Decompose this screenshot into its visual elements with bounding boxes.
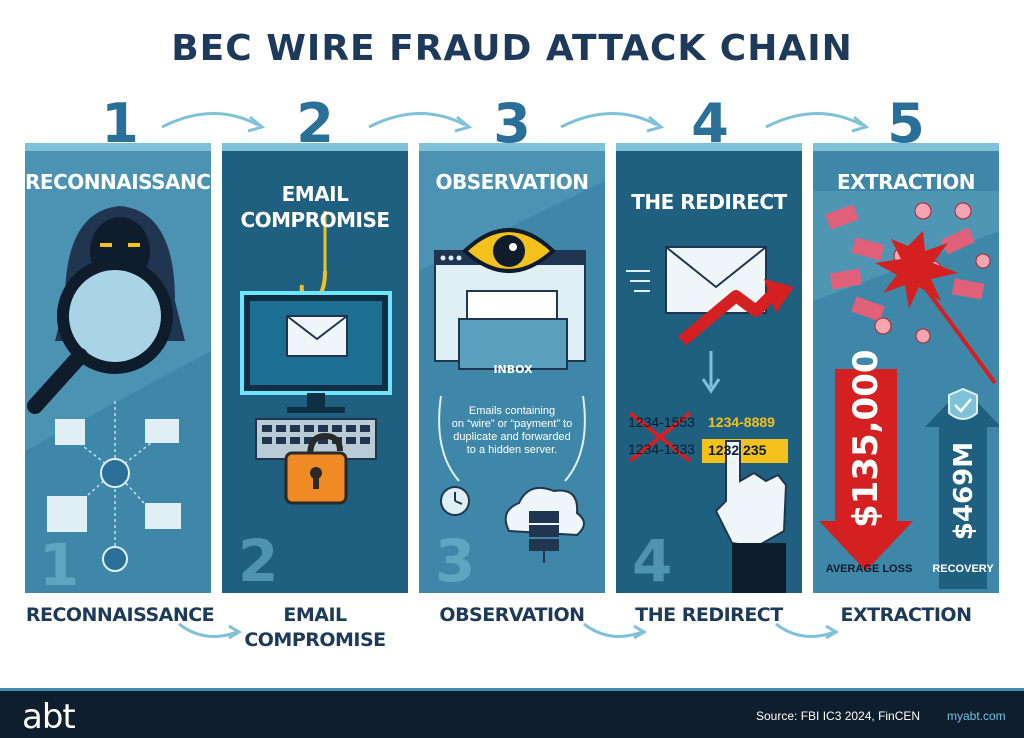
panel-big-number: 2 (238, 527, 279, 593)
loss-label: AVERAGE LOSS (825, 563, 913, 575)
site-link[interactable]: myabt.com (947, 709, 1006, 723)
flow-arrow-icon (560, 112, 665, 133)
panel-reconnaissance: RECONNAISSANCE 1 (25, 143, 211, 593)
note-line-2: on “wire” or “payment” to (451, 418, 573, 430)
panel-big-number: 1 (39, 531, 80, 593)
note-line-1: Emails containing (468, 405, 556, 417)
phishing-computer-icon (222, 151, 408, 593)
flow-arrow-icon (368, 112, 473, 133)
panel-big-number: 4 (632, 527, 673, 593)
bottom-label-2-line2: COMPROMISE (244, 629, 386, 651)
redirect-email-icon (616, 151, 802, 593)
bottom-label-3: OBSERVATION (439, 604, 585, 626)
page-title: BEC WIRE FRAUD ATTACK CHAIN (171, 28, 853, 69)
loss-value: $135,000 (846, 349, 886, 528)
footer: abt Source: FBI IC3 2024, FinCEN myabt.c… (0, 688, 1024, 738)
note-line-3: duplicate and forwarded (453, 431, 571, 443)
money-burst-icon (813, 151, 999, 593)
abt-logo: abt (22, 697, 76, 737)
observation-note: Emails containing on “wire” or “payment”… (437, 405, 587, 457)
bottom-label-2: EMAIL COMPROMISE (222, 603, 408, 653)
panel-observation: OBSERVATION INBOX Emails containing on “… (419, 143, 605, 593)
bottom-label-5: EXTRACTION (840, 604, 972, 626)
flow-arrow-icon (583, 622, 647, 640)
flow-arrow-icon (178, 622, 242, 640)
panel-title: EXTRACTION (836, 170, 976, 194)
eye-inbox-icon (419, 151, 605, 593)
hacker-magnifier-icon (25, 151, 211, 593)
inbox-label: INBOX (493, 363, 533, 376)
panel-email-compromise: EMAIL COMPROMISE 2 (222, 143, 408, 593)
flow-arrow-icon (161, 112, 266, 133)
recovery-label: RECOVERY (932, 563, 994, 575)
panel-title-line2: COMPROMISE (240, 208, 390, 232)
panel-extraction: EXTRACTION $135,000 $469M AVERAGE LOSS R… (813, 143, 999, 593)
flow-arrow-icon (775, 622, 839, 640)
new-account-1: 1234-8889 (708, 414, 775, 430)
recovery-value: $469M (949, 441, 979, 541)
flow-arrow-icon (765, 112, 870, 133)
source-text: Source: FBI IC3 2024, FinCEN (756, 709, 921, 723)
old-account-2: 1234-1333 (628, 441, 695, 457)
panel-title: RECONNAISSANCE (25, 170, 211, 194)
old-account-1: 1234-1553 (628, 414, 695, 430)
note-line-4: to a hidden server. (466, 444, 558, 456)
panel-redirect: THE REDIRECT 1234-1553 1234-1333 1234-88… (616, 143, 802, 593)
panel-title: OBSERVATION (435, 170, 589, 194)
bottom-label-2-line1: EMAIL (283, 604, 347, 626)
bottom-label-1: RECONNAISSANCE (25, 604, 215, 626)
panel-title-line1: EMAIL (281, 182, 349, 206)
bottom-label-4: THE REDIRECT (635, 604, 783, 626)
panel-title: THE REDIRECT (631, 190, 787, 214)
panel-big-number: 3 (435, 527, 476, 593)
new-account-2: 1232 235 (708, 442, 767, 458)
